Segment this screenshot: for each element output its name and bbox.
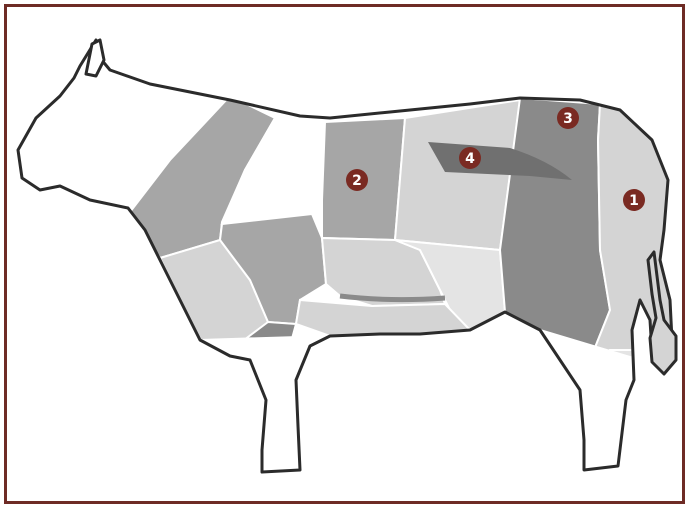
cut-marker-3: 3	[557, 107, 579, 129]
sirloin-region	[500, 98, 610, 360]
marker-label: 4	[465, 151, 475, 167]
loin-region	[395, 100, 520, 250]
marker-label: 2	[352, 173, 362, 189]
cut-marker-2: 2	[346, 169, 368, 191]
marker-label: 1	[629, 193, 639, 209]
cut-marker-4: 4	[459, 147, 481, 169]
cut-marker-1: 1	[623, 189, 645, 211]
marker-label: 3	[563, 111, 573, 127]
